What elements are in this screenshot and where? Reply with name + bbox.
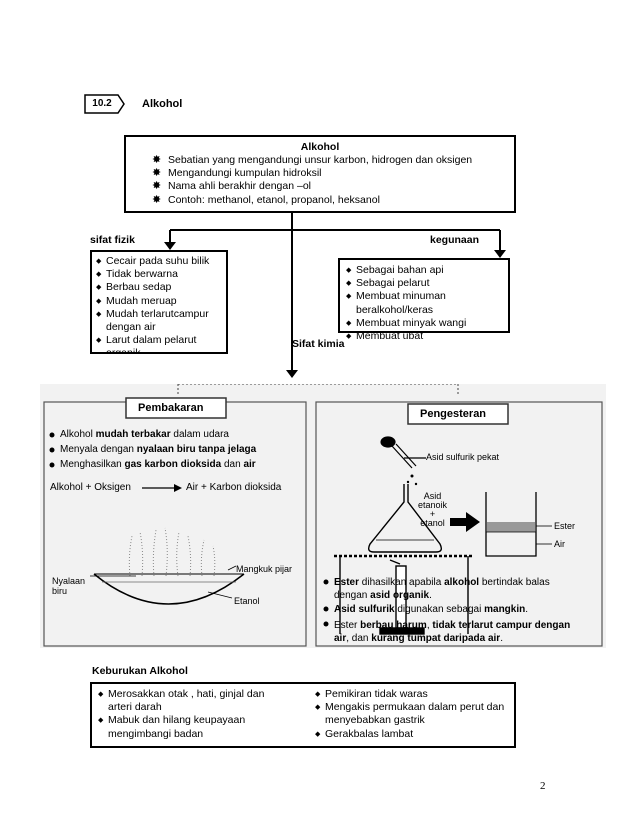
keburukan-title: Keburukan Alkohol: [92, 665, 188, 677]
sifat-kimia-label: Sifat kimia: [292, 338, 345, 350]
pembakaran-point-1: Alkohol mudah terbakar dalam udara: [60, 429, 229, 440]
sifat-fizik-label: sifat fizik: [90, 234, 135, 246]
dropper-shape: [380, 436, 426, 469]
list-item: Sebagai pelarut: [346, 277, 504, 290]
process-arrow: [450, 512, 480, 532]
arrow-to-sifat-kimia: [286, 370, 298, 378]
list-item: Cecair pada suhu bilik: [96, 255, 222, 268]
list-item: Gerakbalas lambat: [315, 728, 508, 741]
pembakaran-title: Pembakaran: [138, 402, 204, 414]
section-tag-shape: [84, 94, 125, 114]
list-item: Nama ahli berakhir dengan –ol: [150, 180, 514, 193]
sifat-kimia-figure: Pembakaran Pengesteran Alkohol mudah ter…: [40, 384, 606, 648]
pengesteran-point-3: Ester berbau harum, tidak terlarut campu…: [334, 620, 571, 644]
arrow-to-kegunaan: [494, 250, 506, 258]
pembakaran-point-3: Menghasilkan gas karbon dioksida dan air: [60, 459, 256, 470]
burner-shape: [334, 554, 474, 635]
sifat-fizik-list: Cecair pada suhu bilik Tidak berwarna Be…: [96, 255, 222, 352]
list-item: Mengakis permukaan dalam perut dan menye…: [315, 701, 508, 727]
combustion-equation-right: Air + Karbon dioksida: [186, 482, 282, 493]
sifat-fizik-box: Cecair pada suhu bilik Tidak berwarna Be…: [90, 250, 228, 354]
list-item: Larut dalam pelarut organik: [96, 334, 222, 352]
section-number-tag: 10.2: [84, 94, 126, 114]
kegunaan-box: Sebagai bahan api Sebagai pelarut Membua…: [338, 258, 510, 343]
list-item: Mabuk dan hilang keupayaan mengimbangi b…: [98, 714, 291, 740]
flame-lines: [128, 527, 216, 577]
conical-flask-shape: [367, 484, 443, 553]
list-item: Membuat ubat: [346, 330, 504, 343]
pengesteran-point-1: Ester dihasilkan apabila alkohol bertind…: [334, 577, 550, 601]
section-number: 10.2: [92, 98, 112, 109]
list-item: Contoh: methanol, etanol, propanol, heks…: [150, 194, 514, 207]
equation-arrow: [174, 484, 182, 492]
beaker-shape: [485, 492, 552, 557]
alkohol-definition-box: Alkohol Sebatian yang mengandungi unsur …: [124, 135, 516, 213]
list-item: Sebatian yang mengandungi unsur karbon, …: [150, 154, 514, 167]
list-item: Tidak berwarna: [96, 268, 222, 281]
keburukan-box: Merosakkan otak , hati, ginjal dan arter…: [90, 682, 516, 748]
figure-drawings: [43, 384, 603, 647]
list-item: Sebagai bahan api: [346, 264, 504, 277]
water-label: Air: [554, 539, 565, 549]
list-item: Mengandungi kumpulan hidroksil: [150, 167, 514, 180]
acid-label: Asid sulfurik pekat: [426, 452, 500, 462]
pembakaran-point-2: Menyala dengan nyalaan biru tanpa jelaga: [60, 444, 257, 455]
ester-label: Ester: [554, 521, 576, 531]
keburukan-list-right: Pemikiran tidak waras Mengakis permukaan…: [291, 688, 508, 742]
kegunaan-list: Sebagai bahan api Sebagai pelarut Membua…: [346, 264, 504, 343]
list-item: Mudah meruap: [96, 295, 222, 308]
list-item: Berbau sedap: [96, 281, 222, 294]
alkohol-box-title: Alkohol: [300, 141, 340, 153]
pengesteran-panel: [315, 401, 603, 647]
ethanol-label: Etanol: [234, 596, 260, 606]
list-item: Pemikiran tidak waras: [315, 688, 508, 701]
pengesteran-title: Pengesteran: [420, 408, 487, 420]
combustion-equation-left: Alkohol + Oksigen: [50, 482, 131, 493]
kegunaan-label: kegunaan: [430, 234, 480, 246]
list-item: Merosakkan otak , hati, ginjal dan arter…: [98, 688, 291, 714]
list-item: Membuat minuman beralkohol/keras: [346, 290, 504, 316]
list-item: Mudah terlarutcampur dengan air: [96, 308, 222, 334]
dish-shape: [93, 573, 245, 605]
alkohol-definition-list: Sebatian yang mengandungi unsur karbon, …: [150, 154, 514, 207]
keburukan-list-left: Merosakkan otak , hati, ginjal dan arter…: [98, 688, 291, 742]
arrow-to-sifat-fizik: [164, 242, 176, 250]
dish-label: Mangkuk pijar: [236, 564, 293, 574]
list-item: Membuat minyak wangi: [346, 317, 504, 330]
page-number: 2: [540, 780, 546, 792]
pengesteran-point-2: Asid sulfurik digunakan sebagai mangkin.: [334, 604, 529, 615]
section-title: Alkohol: [142, 98, 183, 110]
